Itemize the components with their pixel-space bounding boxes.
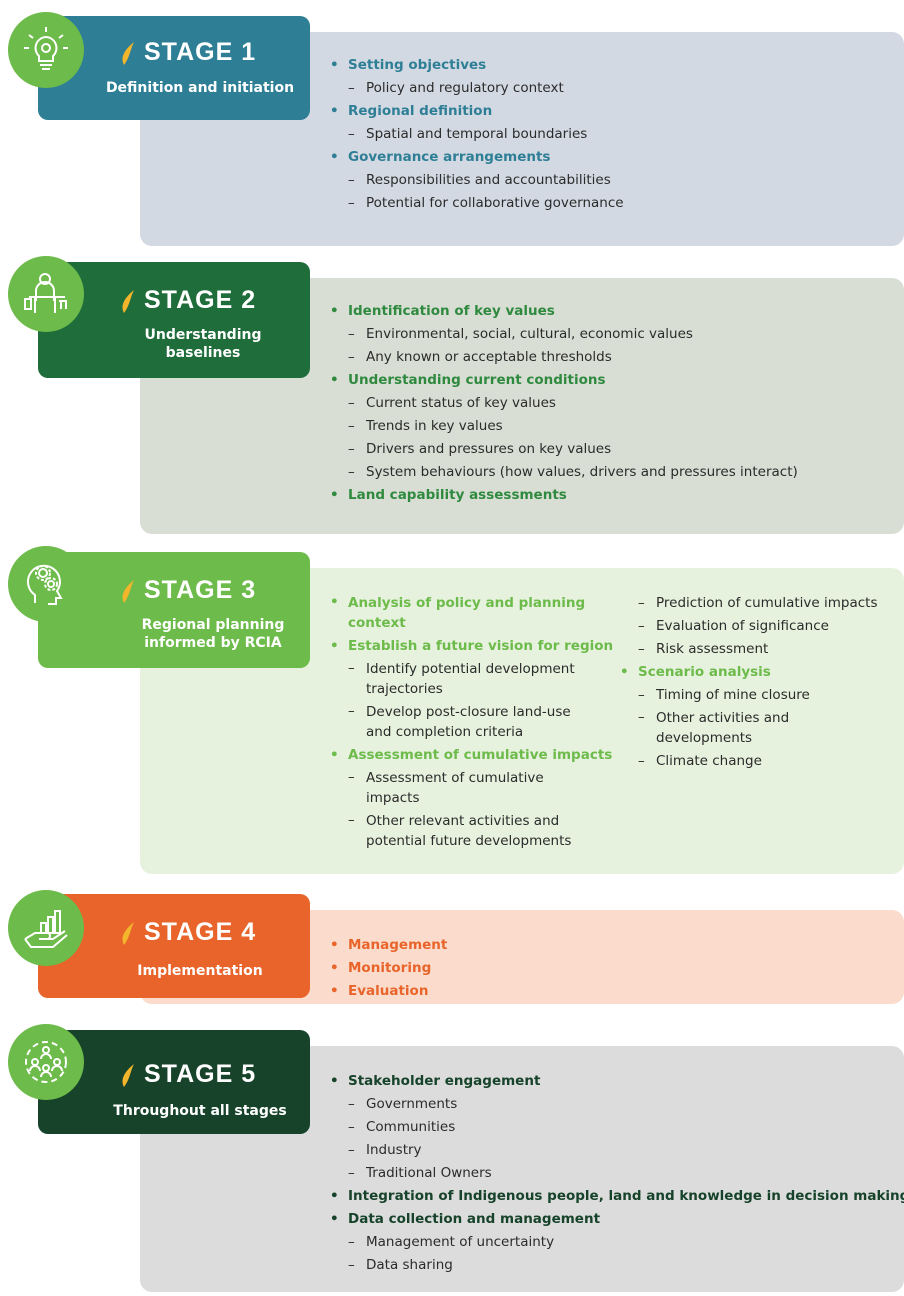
flame-icon [122, 289, 134, 313]
list-item-sub: Trends in key values [328, 415, 798, 438]
list-item-bullet: Governance arrangements [328, 146, 624, 169]
list-item-bullet: Identification of key values [328, 300, 798, 323]
stage-4-title: STAGE 4 [144, 918, 257, 946]
stage-1-icon-circle [8, 12, 84, 88]
list-item-bullet: Data collection and management [328, 1208, 904, 1231]
list-item-sub: Management of uncertainty [328, 1231, 904, 1254]
list-item-sub: Communities [328, 1116, 904, 1139]
list-item-bullet: Stakeholder engagement [328, 1070, 904, 1093]
list-item-bullet: Regional definition [328, 100, 624, 123]
list-item-sub: Timing of mine closure [618, 684, 898, 707]
stage-4: STAGE 4 Implementation Management Monito… [0, 890, 904, 1010]
list-item-bullet: Assessment of cumulative impacts [328, 744, 612, 767]
stage-3-header: STAGE 3 Regional planning informed by RC… [38, 552, 310, 668]
stage-5-header: STAGE 5 Throughout all stages [38, 1030, 310, 1134]
list-item-bullet: Analysis of policy and planning context [328, 592, 598, 635]
stage-2-list: Identification of key values Environment… [328, 300, 798, 507]
stage-2: STAGE 2 Understanding baselines Identifi… [0, 256, 904, 540]
stage-5-icon-circle [8, 1024, 84, 1100]
list-item-sub: Data sharing [328, 1254, 904, 1277]
head-gears-icon [26, 564, 63, 605]
list-item-bullet: Integration of Indigenous people, land a… [328, 1185, 904, 1208]
stage-4-list: Management Monitoring Evaluation [328, 934, 447, 1003]
list-item-bullet: Scenario analysis [618, 661, 898, 684]
list-item-bullet: Evaluation [328, 980, 447, 1003]
list-item-sub: Industry [328, 1139, 904, 1162]
flame-icon [122, 579, 134, 603]
list-item-sub: Potential for collaborative governance [328, 192, 624, 215]
list-item-bullet: Setting objectives [328, 54, 624, 77]
list-item-sub: Environmental, social, cultural, economi… [328, 323, 798, 346]
person-desk-icon [24, 273, 67, 313]
stage-2-icon-circle [8, 256, 84, 332]
list-item-bullet: Establish a future vision for region [328, 635, 613, 658]
stage-3-icon-circle [8, 546, 84, 622]
stage-5: STAGE 5 Throughout all stages Stakeholde… [0, 1024, 904, 1296]
stage-2-header: STAGE 2 Understanding baselines [38, 262, 310, 378]
flame-icon [122, 41, 134, 65]
stage-3: STAGE 3 Regional planning informed by RC… [0, 546, 904, 878]
stage-5-title: STAGE 5 [144, 1060, 257, 1088]
stage-1: STAGE 1 Definition and initiation Settin… [0, 0, 904, 250]
stage-4-subtitle: Implementation [137, 963, 263, 979]
list-item-sub: Evaluation of significance [618, 615, 898, 638]
list-item-sub: Other activities and developments [618, 707, 816, 750]
stage-5-subtitle: Throughout all stages [113, 1103, 287, 1119]
list-item-bullet: Monitoring [328, 957, 447, 980]
list-item-bullet: Land capability assessments [328, 484, 798, 507]
list-item-sub: Current status of key values [328, 392, 798, 415]
list-item-sub: Develop post-closure land-use and comple… [328, 701, 598, 744]
list-item-sub: Responsibilities and accountabilities [328, 169, 624, 192]
list-item-sub: Risk assessment [618, 638, 898, 661]
people-circle-icon [25, 1041, 67, 1083]
flame-icon [122, 1063, 134, 1087]
list-item-bullet: Understanding current conditions [328, 369, 798, 392]
list-item-sub: Assessment of cumulative impacts [328, 767, 598, 810]
stage-2-subtitle: Understanding baselines [144, 327, 262, 361]
stage-1-header: STAGE 1 Definition and initiation [38, 16, 310, 120]
list-item-sub: Governments [328, 1093, 904, 1116]
stage-3-subtitle: Regional planning informed by RCIA [141, 617, 285, 651]
stage-1-title: STAGE 1 [144, 38, 257, 66]
list-item-sub: Spatial and temporal boundaries [328, 123, 624, 146]
list-item-sub: Traditional Owners [328, 1162, 904, 1185]
list-item-sub: Policy and regulatory context [328, 77, 624, 100]
stage-1-subtitle: Definition and initiation [105, 80, 295, 96]
list-item-sub: System behaviours (how values, drivers a… [328, 461, 798, 484]
stage-4-icon-circle [8, 890, 84, 966]
list-item-sub: Prediction of cumulative impacts [618, 592, 898, 615]
list-item-sub: Drivers and pressures on key values [328, 438, 798, 461]
list-item-sub: Other relevant activities and potential … [328, 810, 598, 853]
list-item-bullet: Management [328, 934, 447, 957]
stage-4-header: STAGE 4 Implementation [38, 894, 310, 998]
hand-chart-icon [24, 910, 68, 948]
stage-2-title: STAGE 2 [144, 286, 257, 314]
stage-3-title: STAGE 3 [144, 576, 257, 604]
stage-5-list: Stakeholder engagement Governments Commu… [328, 1070, 904, 1277]
list-item-sub: Climate change [618, 750, 898, 773]
stage-1-list: Setting objectives Policy and regulatory… [328, 54, 624, 215]
list-item-sub: Any known or acceptable thresholds [328, 346, 798, 369]
stage-3-list-left: Analysis of policy and planning context … [328, 592, 613, 853]
list-item-sub: Identify potential development trajector… [328, 658, 598, 701]
flame-icon [122, 921, 134, 945]
stage-3-list-right: Prediction of cumulative impacts Evaluat… [618, 592, 898, 773]
lightbulb-gear-icon [24, 27, 68, 70]
